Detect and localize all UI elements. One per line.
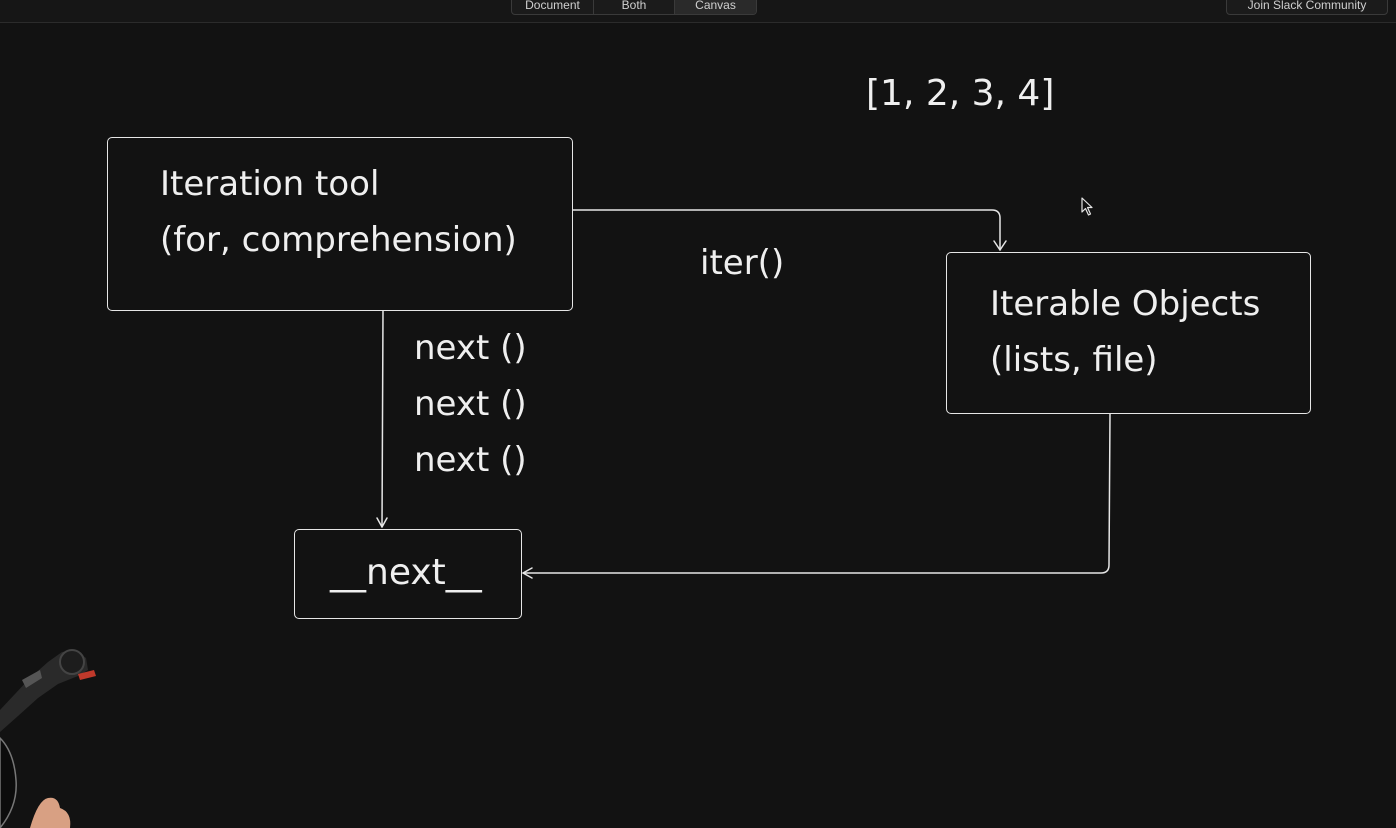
iterable-objects-box[interactable] bbox=[946, 252, 1311, 414]
list-literal-text: [1, 2, 3, 4] bbox=[866, 73, 1055, 114]
return-arrow-head bbox=[522, 567, 533, 579]
next-call-label: next () bbox=[414, 384, 527, 424]
next-method-box[interactable] bbox=[294, 529, 522, 619]
join-slack-community-button[interactable]: Join Slack Community bbox=[1226, 0, 1388, 15]
iteration-tool-subtitle: (for, comprehension) bbox=[160, 220, 517, 260]
tab-canvas[interactable]: Canvas bbox=[675, 0, 756, 14]
top-toolbar: Document Both Canvas Join Slack Communit… bbox=[0, 0, 1396, 23]
iter-arrow-head bbox=[993, 240, 1007, 251]
return-arrow bbox=[522, 413, 1111, 574]
iter-call-label: iter() bbox=[700, 243, 785, 283]
presenter-webcam-overlay bbox=[0, 649, 96, 828]
next-call-label: next () bbox=[414, 440, 527, 480]
mouse-pointer-icon bbox=[1081, 197, 1093, 216]
iteration-tool-title: Iteration tool bbox=[160, 164, 380, 204]
next-method-label: __next__ bbox=[330, 552, 482, 593]
next-arrow bbox=[381, 310, 384, 528]
iterable-objects-title: Iterable Objects bbox=[990, 284, 1261, 324]
next-arrow-head bbox=[376, 517, 388, 528]
iter-arrow bbox=[572, 209, 1001, 251]
view-mode-tabs: Document Both Canvas bbox=[511, 0, 757, 15]
tab-both[interactable]: Both bbox=[594, 0, 675, 14]
next-call-label: next () bbox=[414, 328, 527, 368]
iterable-objects-subtitle: (lists, file) bbox=[990, 340, 1158, 380]
tab-document[interactable]: Document bbox=[512, 0, 594, 14]
